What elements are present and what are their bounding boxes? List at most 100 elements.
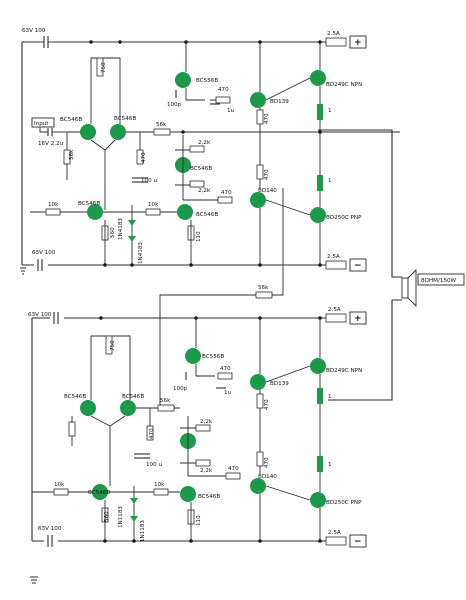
speaker-magnet [401, 277, 409, 299]
svg-text:BC546B: BC546B [196, 212, 218, 218]
svg-text:110: 110 [196, 231, 202, 242]
ground-symbols [20, 267, 38, 584]
svg-text:10k: 10k [154, 482, 165, 488]
svg-text:−: − [354, 261, 362, 271]
svg-text:−: − [354, 537, 362, 547]
supply-cap-top: 63V 100 [28, 312, 59, 324]
svg-text:1N1183: 1N1183 [140, 520, 146, 542]
svg-text:110: 110 [196, 515, 202, 526]
svg-text:BC546B: BC546B [114, 116, 136, 122]
svg-text:BD249C NPN: BD249C NPN [326, 368, 362, 374]
svg-text:1: 1 [328, 108, 332, 114]
minus-terminal [349, 534, 367, 548]
minus-terminal [349, 258, 367, 272]
plus-terminal [349, 311, 367, 325]
svg-text:56k: 56k [69, 149, 75, 160]
svg-text:BC556B: BC556B [202, 354, 224, 360]
svg-text:470: 470 [218, 87, 229, 93]
svg-text:BC546B: BC546B [88, 490, 110, 496]
svg-text:750: 750 [101, 62, 107, 73]
output-stage: BD139 BD140 470 470 BD249C NPN BD250C PN… [250, 318, 362, 541]
svg-text:560: 560 [110, 227, 116, 238]
svg-text:BD140: BD140 [258, 188, 277, 194]
speaker: 8OHM/150W [318, 129, 465, 401]
svg-text:BC556B: BC556B [196, 78, 218, 84]
svg-text:BC546B: BC546B [122, 394, 144, 400]
svg-text:2.5A: 2.5A [328, 530, 341, 536]
channel-bottom: 63V 100 63V 100 2.5A + 2.5A − BC546B BC5… [28, 307, 367, 548]
bridge-feedback-resistor: 56k [159, 188, 284, 410]
diode-a [128, 220, 136, 226]
fuse-bottom: 2.5A − [325, 254, 367, 272]
svg-text:470: 470 [264, 457, 270, 468]
svg-text:56k: 56k [156, 122, 167, 128]
speaker-label: 8OHM/150W [421, 278, 457, 284]
vas-lower: BC546B 10k 10k BC546B 560 110 1N4183 1N4… [30, 201, 218, 265]
svg-text:+: + [354, 314, 362, 324]
svg-text:470: 470 [141, 152, 147, 163]
svg-text:2,2k: 2,2k [198, 140, 211, 146]
svg-text:1N1183: 1N1183 [118, 506, 124, 528]
svg-text:BD139: BD139 [270, 99, 289, 105]
svg-text:BC546B: BC546B [60, 117, 82, 123]
svg-text:100p: 100p [167, 102, 182, 108]
svg-text:63V 100: 63V 100 [28, 312, 52, 318]
input-label: Input [34, 121, 49, 127]
svg-text:470: 470 [220, 366, 231, 372]
plus-terminal [349, 35, 367, 49]
svg-text:16V 2,2u: 16V 2,2u [38, 141, 64, 147]
svg-text:560: 560 [104, 511, 110, 522]
svg-text:BD250C PNP: BD250C PNP [326, 215, 362, 221]
svg-text:750: 750 [110, 340, 116, 351]
svg-text:BD140: BD140 [258, 474, 277, 480]
output-stage: BD139 BD140 470 470 BD249C NPN BD250C PN… [250, 42, 362, 265]
svg-text:+: + [354, 38, 362, 48]
fuse-top: 2.5A + [325, 31, 367, 49]
channel-top: 63V 100 63V 100 2.5A + 2.5A − Input 16V … [21, 28, 400, 272]
svg-text:1N4183: 1N4183 [118, 218, 124, 240]
svg-text:470: 470 [264, 169, 270, 180]
diff-pair: BC546B BC546B 750 470 100 u 56k [60, 57, 400, 210]
vas-lower: BC546B 10k 10k BC546B 560 110 1N1183 1N1… [32, 482, 220, 542]
svg-text:470: 470 [264, 113, 270, 124]
svg-text:1: 1 [328, 462, 332, 468]
svg-text:100 u: 100 u [141, 178, 157, 184]
speaker-cone [407, 268, 417, 308]
svg-text:1u: 1u [227, 108, 235, 114]
svg-text:63V 100: 63V 100 [32, 250, 56, 256]
svg-text:BC546B: BC546B [198, 494, 220, 500]
vas-stage: BC556B 100p 470 1u 2,2k 2,2k 470 [173, 318, 241, 480]
junction-dots [89, 40, 322, 543]
svg-text:1u: 1u [224, 390, 232, 396]
svg-text:470: 470 [221, 190, 232, 196]
svg-text:1: 1 [328, 394, 332, 400]
supply-cap-top: 63V 100 [22, 28, 54, 48]
svg-text:10k: 10k [48, 202, 59, 208]
svg-text:10k: 10k [54, 482, 65, 488]
svg-text:BD139: BD139 [270, 381, 289, 387]
svg-text:63V 100: 63V 100 [22, 28, 46, 34]
vas-stage: BC556B 100p 470 1u BC546B 2,2k 2,2k 470 [167, 42, 235, 204]
fuse-bottom: 2.5A − [325, 530, 367, 548]
supply-cap-bottom: 63V 100 [38, 526, 62, 547]
svg-text:2.5A: 2.5A [327, 31, 340, 37]
svg-text:56k: 56k [160, 398, 171, 404]
supply-cap-bottom: 63V 100 [32, 250, 56, 271]
speaker-label-box [417, 273, 465, 286]
svg-text:1: 1 [328, 178, 332, 184]
input-section: Input 16V 2,2u 56k [31, 117, 75, 180]
svg-text:1N4183: 1N4183 [138, 242, 144, 264]
svg-text:BC546B: BC546B [190, 166, 212, 172]
svg-text:470: 470 [149, 428, 155, 439]
svg-text:BD249C NPN: BD249C NPN [326, 82, 362, 88]
svg-text:100p: 100p [173, 386, 188, 392]
svg-text:BC546B: BC546B [64, 394, 86, 400]
svg-text:10k: 10k [148, 202, 159, 208]
fuse-top: 2.5A + [325, 307, 367, 325]
svg-text:100 u: 100 u [146, 462, 162, 468]
svg-text:470: 470 [228, 466, 239, 472]
svg-text:BD250C PNP: BD250C PNP [326, 500, 362, 506]
svg-text:2.5A: 2.5A [327, 254, 340, 260]
svg-text:2,2k: 2,2k [198, 188, 211, 194]
